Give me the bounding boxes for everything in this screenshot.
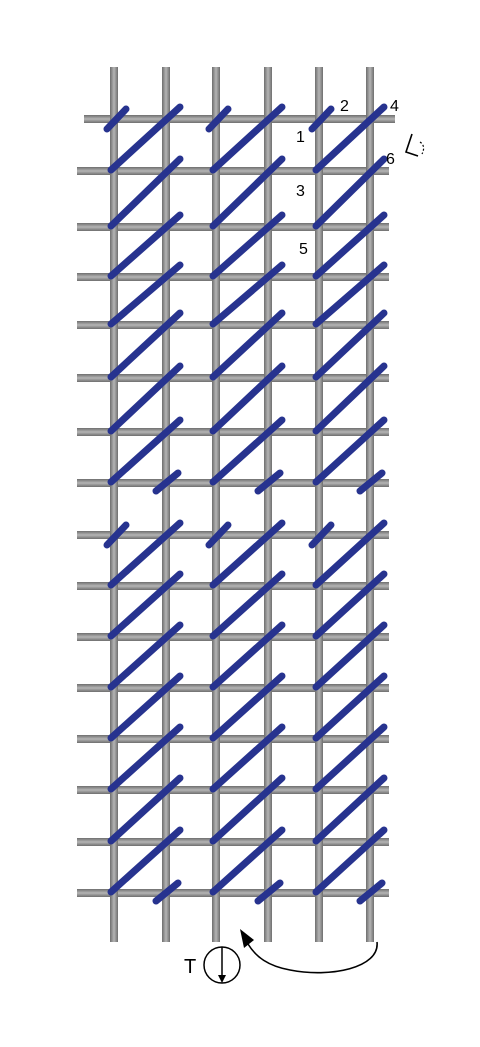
long-stitch bbox=[312, 723, 388, 793]
long-stitch bbox=[209, 723, 286, 793]
short-stitch bbox=[152, 469, 182, 495]
short-stitch bbox=[205, 105, 232, 133]
long-stitch bbox=[107, 309, 184, 381]
vertical-thread bbox=[366, 67, 374, 942]
long-stitch bbox=[312, 570, 388, 640]
long-stitch bbox=[107, 519, 184, 589]
vertical-thread bbox=[212, 67, 220, 942]
step-label-2: 2 bbox=[340, 98, 349, 115]
vertical-thread bbox=[162, 67, 170, 942]
long-stitch bbox=[312, 826, 388, 896]
long-stitch bbox=[209, 826, 286, 896]
short-stitch bbox=[205, 521, 232, 549]
horizontal-thread bbox=[77, 479, 389, 487]
short-stitch bbox=[152, 879, 182, 905]
long-stitch bbox=[107, 155, 184, 230]
long-stitch bbox=[107, 621, 184, 691]
long-stitch bbox=[312, 155, 388, 230]
long-stitch bbox=[312, 519, 388, 589]
horizontal-thread bbox=[77, 786, 389, 794]
long-stitch bbox=[209, 261, 286, 328]
long-stitch bbox=[209, 672, 286, 742]
long-stitch bbox=[312, 261, 388, 328]
long-stitch bbox=[107, 103, 184, 174]
vertical-thread bbox=[264, 67, 272, 942]
long-stitch bbox=[312, 621, 388, 691]
stitch-layer bbox=[103, 103, 388, 905]
horizontal-thread bbox=[77, 582, 389, 590]
long-stitch bbox=[209, 309, 286, 381]
eye-icon bbox=[404, 133, 425, 157]
step-label-5: 5 bbox=[299, 241, 308, 258]
top-symbol-label: T bbox=[184, 956, 196, 978]
long-stitch bbox=[209, 211, 286, 280]
long-stitch bbox=[107, 672, 184, 742]
long-stitch bbox=[209, 103, 286, 174]
long-stitch bbox=[107, 416, 184, 486]
rotate-arrow-icon bbox=[240, 929, 378, 974]
vertical-thread bbox=[315, 67, 323, 942]
canvas-grid bbox=[77, 67, 395, 942]
long-stitch bbox=[107, 826, 184, 896]
long-stitch bbox=[209, 519, 286, 589]
long-stitch bbox=[209, 570, 286, 640]
horizontal-thread bbox=[84, 115, 395, 123]
long-stitch bbox=[209, 155, 286, 230]
long-stitch bbox=[312, 774, 388, 845]
short-stitch bbox=[356, 469, 386, 495]
horizontal-thread bbox=[77, 684, 389, 692]
long-stitch bbox=[312, 416, 388, 486]
long-stitch bbox=[107, 261, 184, 328]
long-stitch bbox=[312, 103, 388, 174]
horizontal-thread bbox=[77, 374, 389, 382]
step-label-1: 1 bbox=[296, 129, 305, 146]
horizontal-thread bbox=[77, 273, 389, 281]
step-label-3: 3 bbox=[296, 183, 305, 200]
vertical-thread bbox=[110, 67, 118, 942]
horizontal-thread bbox=[77, 321, 389, 329]
horizontal-thread bbox=[77, 223, 389, 231]
short-stitch bbox=[356, 879, 386, 905]
long-stitch bbox=[107, 774, 184, 845]
short-stitch bbox=[103, 105, 130, 133]
long-stitch bbox=[107, 362, 184, 435]
top-symbol-icon bbox=[203, 946, 241, 984]
horizontal-thread bbox=[77, 838, 389, 846]
short-stitch bbox=[103, 521, 130, 549]
short-stitch bbox=[308, 521, 335, 549]
long-stitch bbox=[312, 309, 388, 381]
long-stitch bbox=[312, 362, 388, 435]
step-label-4: 4 bbox=[390, 98, 399, 115]
long-stitch bbox=[107, 570, 184, 640]
long-stitch bbox=[312, 211, 388, 280]
horizontal-thread bbox=[77, 735, 389, 743]
horizontal-thread bbox=[77, 889, 389, 897]
horizontal-thread bbox=[77, 633, 389, 641]
long-stitch bbox=[209, 416, 286, 486]
step-label-6: 6 bbox=[386, 151, 395, 168]
long-stitch bbox=[107, 211, 184, 280]
horizontal-thread bbox=[77, 167, 389, 175]
short-stitch bbox=[254, 879, 284, 905]
long-stitch bbox=[209, 774, 286, 845]
horizontal-thread bbox=[77, 531, 389, 539]
long-stitch bbox=[107, 723, 184, 793]
short-stitch bbox=[308, 105, 335, 133]
long-stitch bbox=[209, 362, 286, 435]
long-stitch bbox=[209, 621, 286, 691]
horizontal-thread bbox=[77, 428, 389, 436]
short-stitch bbox=[254, 469, 284, 495]
long-stitch bbox=[312, 672, 388, 742]
